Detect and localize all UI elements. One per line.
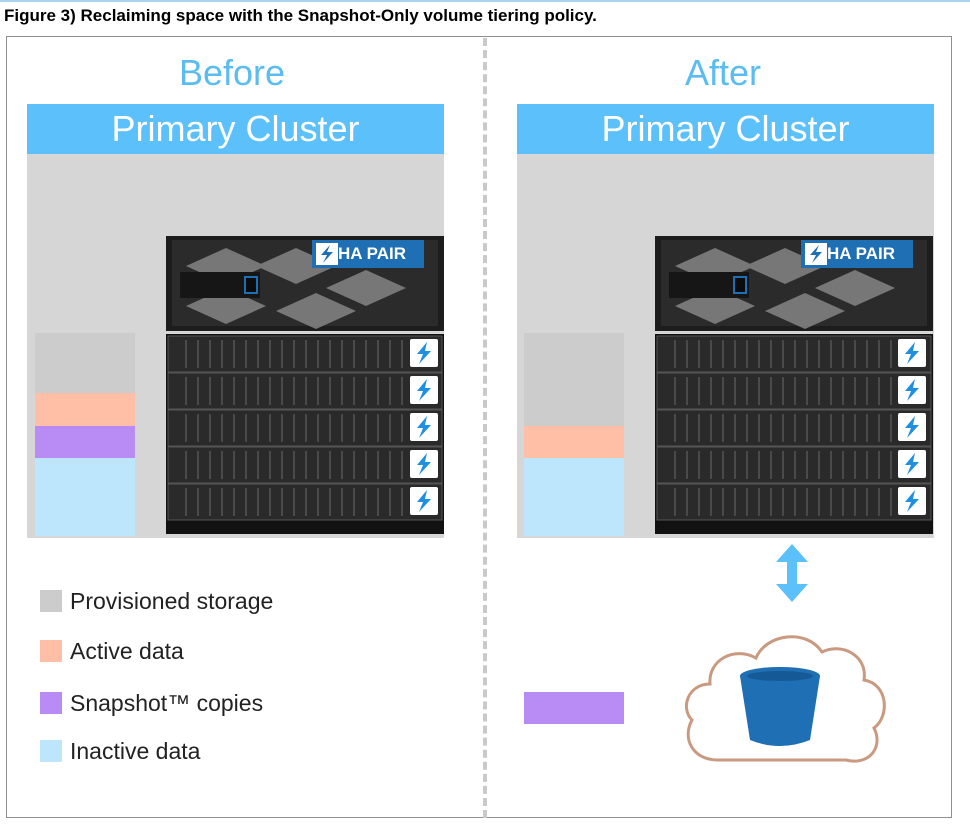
before-ha-pair-label: HA PAIR — [338, 244, 406, 263]
legend-label-inactive: Inactive data — [70, 738, 201, 764]
lightning-bolt-icon — [410, 487, 438, 515]
legend-swatch-provisioned — [40, 590, 62, 612]
lightning-bolt-icon — [410, 413, 438, 441]
after-inactive-segment — [524, 458, 624, 536]
lightning-bolt-icon — [410, 339, 438, 367]
legend-label-snapshot: Snapshot™ copies — [70, 690, 264, 716]
lightning-bolt-icon — [898, 376, 926, 404]
cloud-bucket-icon — [684, 635, 886, 763]
before-provisioned-segment — [35, 333, 135, 393]
legend-swatch-active — [40, 640, 62, 662]
after-cluster-header: Primary Cluster — [517, 104, 934, 154]
lightning-bolt-icon — [898, 413, 926, 441]
legend-label-provisioned: Provisioned storage — [70, 588, 274, 614]
after-tiered-snapshot-segment — [524, 692, 624, 724]
before-storage-hardware — [166, 236, 444, 534]
figure-caption: Figure 3) Reclaiming space with the Snap… — [4, 6, 597, 25]
after-title: After — [684, 52, 762, 93]
after-active-segment — [524, 426, 624, 458]
lightning-bolt-icon — [410, 376, 438, 404]
lightning-bolt-icon — [898, 487, 926, 515]
legend-label-active: Active data — [70, 638, 184, 664]
before-snapshot-segment — [35, 426, 135, 458]
after-provisioned-segment — [524, 333, 624, 426]
lightning-bolt-icon — [898, 339, 926, 367]
lightning-bolt-icon — [410, 450, 438, 478]
panel-divider — [483, 38, 487, 818]
double-arrow-icon — [776, 544, 808, 602]
lightning-bolt-icon — [898, 450, 926, 478]
before-title: Before — [178, 52, 286, 93]
after-ha-pair-label: HA PAIR — [827, 244, 895, 263]
legend-swatch-snapshot — [40, 692, 62, 714]
before-active-segment — [35, 393, 135, 426]
before-inactive-segment — [35, 458, 135, 536]
before-cluster-header: Primary Cluster — [27, 104, 444, 154]
after-storage-hardware — [655, 236, 933, 534]
legend-swatch-inactive — [40, 740, 62, 762]
top-rule — [0, 0, 970, 2]
